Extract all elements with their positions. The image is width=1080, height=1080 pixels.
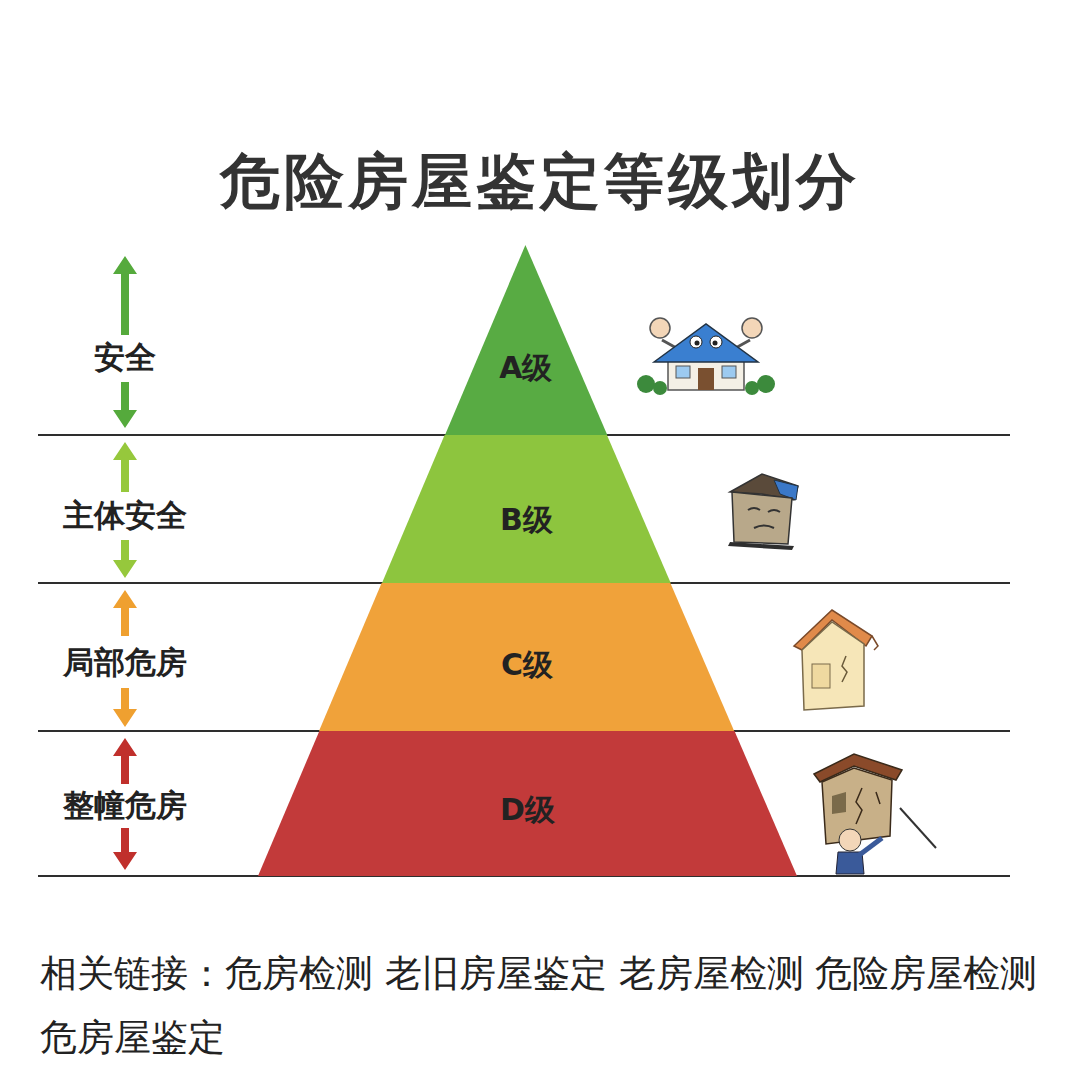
level-label: B级 — [382, 503, 671, 536]
up-arrow — [113, 256, 137, 335]
band-fill — [319, 583, 734, 731]
level-label: D级 — [258, 793, 797, 826]
safety-label: 局部危房 — [25, 645, 225, 679]
band-shape — [445, 245, 607, 435]
level-band: B级 — [382, 435, 671, 583]
safety-label: 主体安全 — [25, 498, 225, 532]
house-illustration — [637, 318, 775, 395]
safety-label: 整幢危房 — [25, 788, 225, 822]
level-band: C级 — [319, 583, 734, 731]
diagram-title: 危险房屋鉴定等级划分 — [0, 148, 1080, 214]
house-illustration — [814, 754, 936, 874]
down-arrow — [113, 382, 137, 428]
down-arrow — [113, 540, 137, 578]
level-label: C级 — [319, 648, 734, 681]
down-arrow — [113, 688, 137, 727]
level-label: A级 — [445, 351, 607, 384]
safety-label: 安全 — [25, 340, 225, 374]
band-fill — [445, 245, 607, 435]
house-illustration — [728, 474, 798, 550]
up-arrow — [113, 738, 137, 784]
band-fill — [382, 435, 671, 583]
level-band: A级 — [445, 245, 607, 435]
down-arrow — [113, 828, 137, 870]
caption-text: 相关链接：危房检测 老旧房屋鉴定 老房屋检测 危险房屋检测 危房屋鉴定 — [40, 942, 1050, 1070]
up-arrow — [113, 442, 137, 492]
band-fill — [258, 731, 797, 876]
up-arrow — [113, 590, 137, 636]
house-illustration — [794, 610, 878, 710]
level-band: D级 — [258, 731, 797, 876]
